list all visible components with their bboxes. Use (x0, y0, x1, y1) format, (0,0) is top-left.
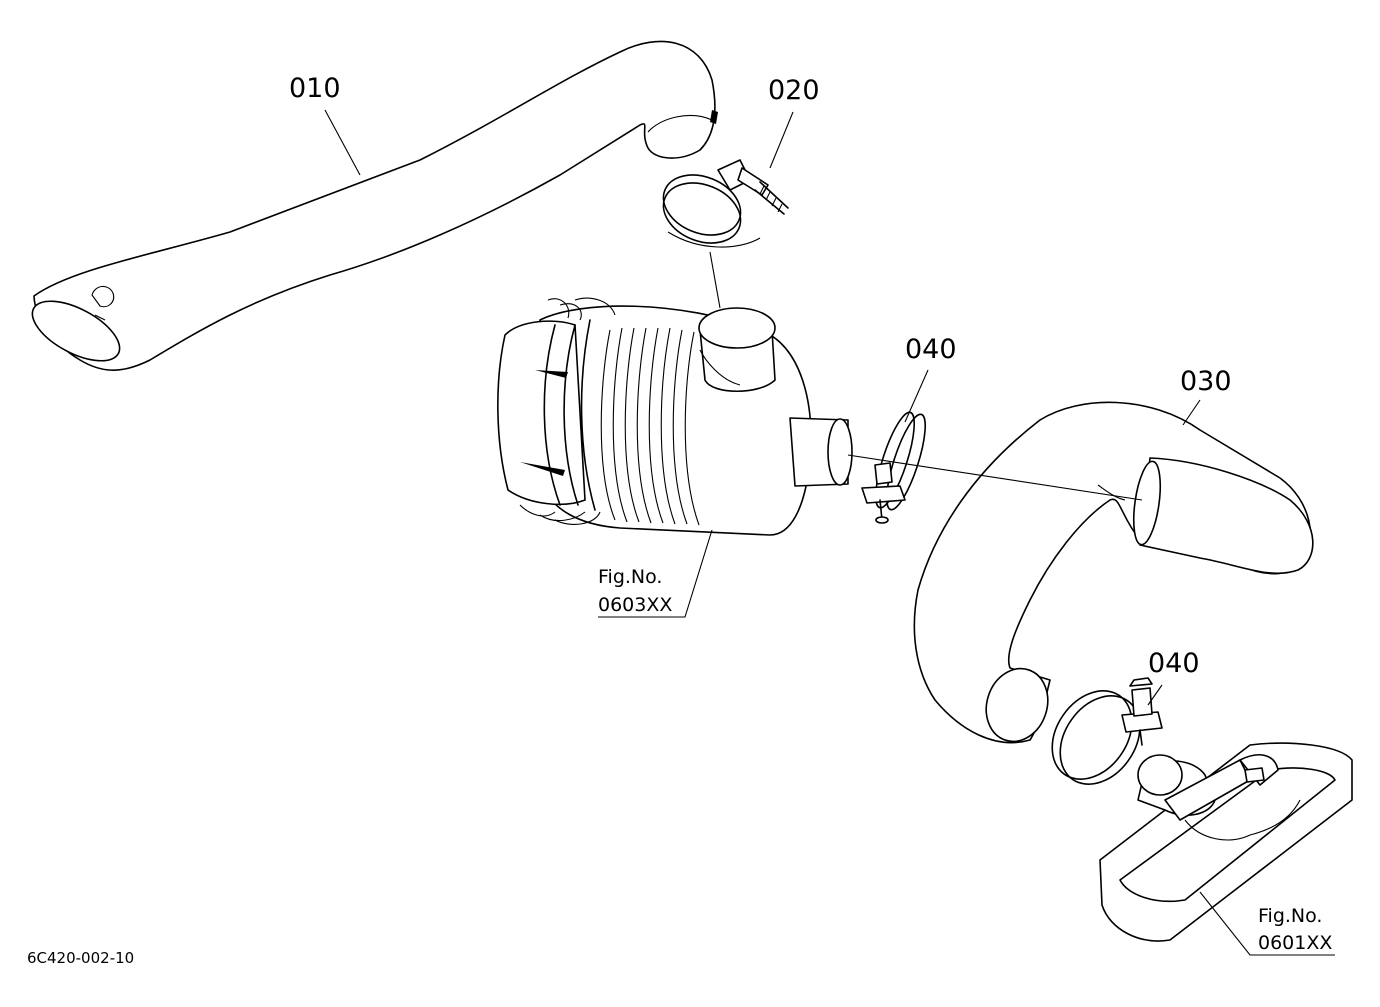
leader-020 (769, 111, 794, 169)
leader-fig-0603 (598, 529, 713, 618)
fig-ref-air-cleaner-line2: 0603XX (598, 594, 672, 616)
intake-manifold (1099, 742, 1353, 942)
air-cleaner-assembly (497, 297, 853, 536)
callout-040-lower: 040 (1148, 648, 1200, 679)
intake-hose-010 (31, 40, 718, 371)
leader-030 (1182, 399, 1201, 426)
leader-040-mid (904, 369, 929, 423)
assembly-centre-line-upper (709, 251, 721, 309)
callout-020: 020 (768, 75, 820, 106)
callout-030: 030 (1180, 366, 1232, 397)
fig-ref-manifold-line2: 0601XX (1258, 932, 1332, 954)
fig-ref-manifold-line1: Fig.No. (1258, 905, 1322, 927)
callout-040-mid: 040 (905, 334, 957, 365)
intake-hose-030 (913, 401, 1314, 744)
hose-clamp-040-lower (1051, 677, 1163, 785)
callout-010: 010 (289, 73, 341, 104)
hose-clamp-020 (662, 159, 789, 248)
leader-010 (324, 109, 361, 176)
drawing-id: 6C420-002-10 (27, 949, 134, 967)
leader-040-lower (1147, 684, 1163, 706)
assembly-centre-line (847, 454, 1143, 501)
fig-ref-air-cleaner-line1: Fig.No. (598, 566, 662, 588)
leader-fig-0601 (1199, 891, 1335, 956)
